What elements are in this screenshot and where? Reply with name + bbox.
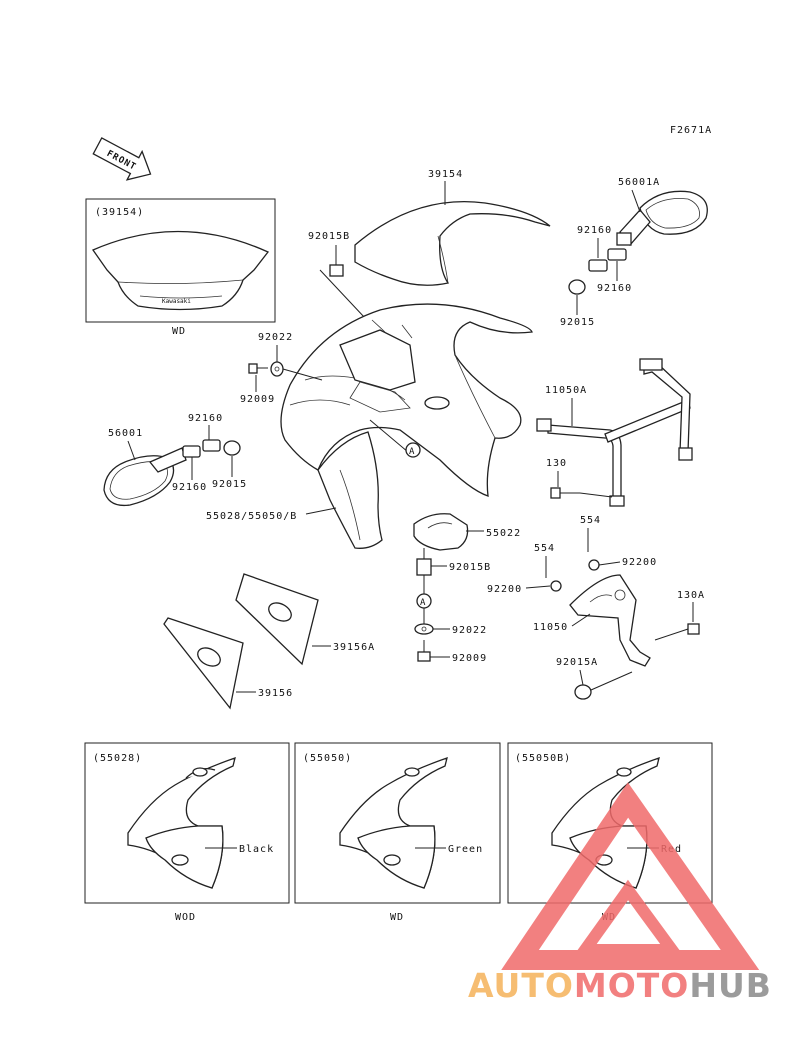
- callout-92022-mid: 92022: [452, 625, 487, 636]
- washer-92022-mid: [414, 623, 434, 635]
- callout-56001: 56001: [108, 428, 143, 439]
- callout-92015-l: 92015: [212, 479, 247, 490]
- bolt-130: [550, 487, 580, 499]
- callout-130a: 130A: [677, 590, 705, 601]
- callout-554-b: 554: [534, 543, 555, 554]
- figure-code: F2671A: [670, 125, 712, 136]
- mirror-56001a: [616, 190, 708, 247]
- callout-39156: 39156: [258, 688, 293, 699]
- ref-a-label-top: A: [409, 447, 415, 457]
- callout-92200-b: 92200: [487, 584, 522, 595]
- callout-39156a: 39156A: [333, 642, 375, 653]
- bolt-130a: [654, 623, 700, 641]
- bracket-11050a: [536, 358, 693, 507]
- callout-55022: 55022: [486, 528, 521, 539]
- callout-92009-mid: 92009: [452, 653, 487, 664]
- callout-55028: 55028/55050/B: [206, 511, 297, 522]
- watermark-text-auto: AUTO: [468, 966, 574, 1005]
- windshield-inset-label: (39154): [95, 207, 144, 218]
- bolt-92009-mid: [417, 640, 431, 662]
- ref-a-label-mid: A: [420, 598, 426, 608]
- nut-92200-b: [550, 580, 562, 592]
- pad-39156: [163, 617, 244, 710]
- washer-92022-top: [270, 361, 284, 377]
- inset-55050-label: (55050): [303, 753, 352, 764]
- windshield-logo-text: Kawasaki: [162, 298, 191, 305]
- upper-fairing: [280, 303, 533, 497]
- inset-55050: (55050) Green WD: [294, 742, 501, 923]
- inset-55028-label: (55028): [93, 753, 142, 764]
- pad-39156a: [235, 573, 319, 666]
- callout-92160-l1: 92160: [188, 413, 223, 424]
- bracket-55022: [413, 513, 469, 551]
- callout-554-a: 554: [580, 515, 601, 526]
- inset-55050-caption: WD: [390, 912, 404, 923]
- watermark-logo: AUTOMOTOHUB: [468, 782, 772, 1005]
- callout-92200-a: 92200: [622, 557, 657, 568]
- inset-55028-caption: WOD: [175, 912, 196, 923]
- ref-a-marker-top: [405, 442, 421, 458]
- damper-92160-l1: [182, 445, 201, 458]
- watermark-text-hub: HUB: [689, 966, 772, 1005]
- inset-55050-color: Green: [448, 844, 483, 855]
- callout-92015-r: 92015: [560, 317, 595, 328]
- callout-92022-top: 92022: [258, 332, 293, 343]
- callout-92015b-top: 92015B: [308, 231, 350, 242]
- inset-55028: (55028) Black WOD: [84, 742, 290, 923]
- callout-56001a: 56001A: [618, 177, 660, 188]
- windshield-inset-part: Kawasaki: [92, 230, 270, 311]
- windshield-inset-box: [85, 198, 276, 323]
- callout-130: 130: [546, 458, 567, 469]
- mirror-56001: [103, 447, 187, 507]
- windshield-inset-caption: WD: [172, 326, 186, 337]
- callout-39154: 39154: [428, 169, 463, 180]
- grommet-92015b-mid: [416, 558, 432, 576]
- damper-92160-r1: [588, 259, 608, 272]
- inset-55028-color: Black: [239, 844, 274, 855]
- callout-92160-r2: 92160: [597, 283, 632, 294]
- callout-11050: 11050: [533, 622, 568, 633]
- watermark-text-moto: MOTO: [574, 966, 689, 1005]
- inset-55050b-label: (55050B): [515, 753, 571, 764]
- nut-92200-a: [588, 559, 600, 571]
- svg-text:AUTOMOTOHUB: AUTOMOTOHUB: [468, 966, 772, 1005]
- callout-92015b-mid: 92015B: [449, 562, 491, 573]
- damper-92160-l2: [202, 439, 221, 452]
- callout-92160-r1: 92160: [577, 225, 612, 236]
- callout-92015a: 92015A: [556, 657, 598, 668]
- callout-92009-top: 92009: [240, 394, 275, 405]
- callout-92160-l2: 92160: [172, 482, 207, 493]
- side-panel-55028: [317, 431, 383, 549]
- nut-92015-l: [223, 440, 241, 456]
- front-arrow-icon: FRONT: [92, 137, 152, 181]
- bolt-92009-top: [248, 363, 268, 374]
- damper-92160-r2: [607, 248, 627, 261]
- callout-11050a: 11050A: [545, 385, 587, 396]
- nut-92015a: [574, 684, 592, 700]
- nut-92015-r: [568, 279, 586, 295]
- grommet-92015b-top: [329, 264, 344, 277]
- bracket-11050: [569, 574, 651, 667]
- windshield: [354, 201, 551, 286]
